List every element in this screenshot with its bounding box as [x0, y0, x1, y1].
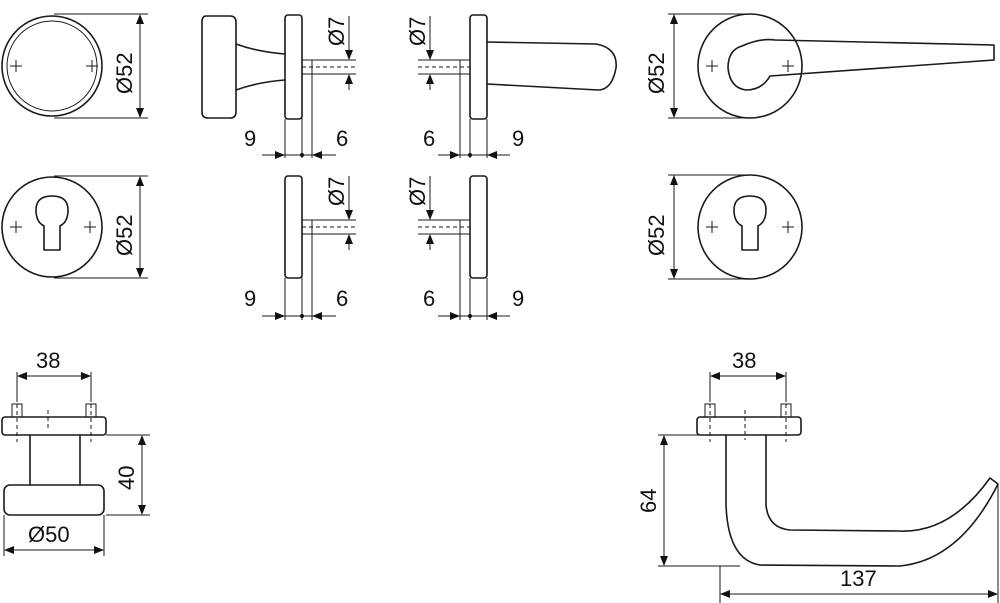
lever-rose-front-view: Ø52 — [644, 13, 995, 119]
dim-lever-spindle-top: Ø7 — [405, 17, 430, 46]
cylinder-rose-left-front-view: Ø52 — [1, 175, 148, 279]
lever-top-view: 38 64 137 — [636, 348, 999, 603]
dim-lever-rose-diameter: Ø52 — [644, 52, 669, 94]
dim-mid-left-gap-b: 6 — [336, 286, 348, 311]
round-rose-front-view: Ø52 — [1, 13, 148, 119]
dim-mid-right-gap-a: 6 — [423, 286, 435, 311]
dim-lever-fixing-width: 38 — [732, 348, 756, 373]
dim-knob-fixing-width: 38 — [36, 348, 60, 373]
dim-lever-gap-right: 9 — [512, 126, 524, 151]
knob-side-view: Ø7 9 6 — [201, 14, 356, 159]
dim-knob-gap-right: 6 — [336, 126, 348, 151]
dim-lever-height: 64 — [636, 489, 661, 513]
dim-lever-gap-left: 6 — [423, 126, 435, 151]
dim-knob-height: 40 — [114, 466, 139, 490]
knob-top-view: 38 40 Ø50 — [1, 348, 150, 556]
dim-knob-spindle-top: Ø7 — [324, 17, 349, 46]
dim-spindle-mid-right: Ø7 — [405, 177, 430, 206]
dim-rose-diameter-top: Ø52 — [112, 52, 137, 94]
dim-cylinder-rose-right-diameter: Ø52 — [644, 214, 669, 256]
cylinder-rose-right-front-view: Ø52 — [644, 174, 803, 280]
dim-spindle-mid-left: Ø7 — [324, 177, 349, 206]
dim-knob-gap-left: 9 — [244, 126, 256, 151]
dim-mid-left-gap-a: 9 — [244, 286, 256, 311]
dim-lever-length: 137 — [840, 566, 877, 591]
dim-knob-diameter: Ø50 — [28, 522, 70, 547]
rose-spindle-right-side-view: Ø7 6 9 — [405, 175, 524, 320]
rose-spindle-left-side-view: Ø7 9 6 — [244, 175, 356, 320]
dim-cylinder-rose-left-diameter: Ø52 — [112, 214, 137, 256]
dim-mid-right-gap-b: 9 — [512, 286, 524, 311]
lever-side-view: Ø7 6 9 — [405, 14, 617, 159]
